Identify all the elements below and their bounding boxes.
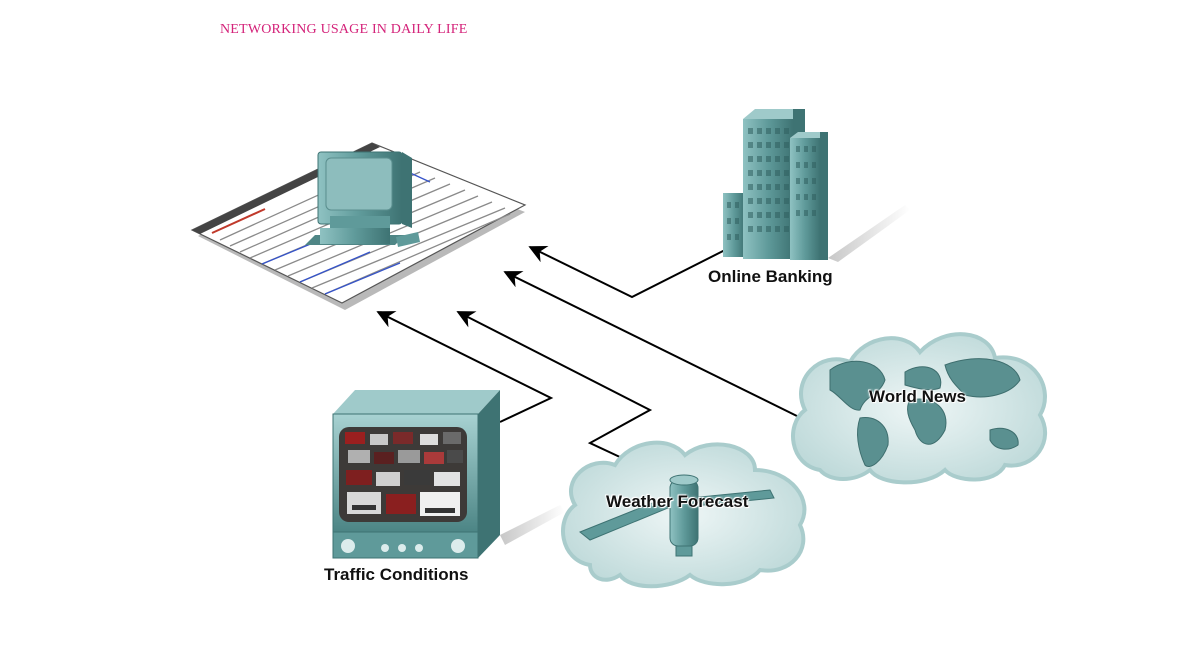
page-title: NETWORKING USAGE IN DAILY LIFE xyxy=(220,22,468,37)
television-monitor-icon xyxy=(332,390,565,559)
desktop-computer-icon xyxy=(305,151,420,247)
traffic-image xyxy=(345,432,463,516)
world-map-cloud-icon xyxy=(791,332,1047,485)
link-traffic xyxy=(376,311,554,423)
link-weather xyxy=(456,311,653,459)
satellite-cloud-icon xyxy=(561,440,807,589)
label-weather-forecast: Weather Forecast xyxy=(606,492,749,511)
link-world-news xyxy=(503,271,806,421)
network-links xyxy=(376,246,806,459)
label-online-banking: Online Banking xyxy=(708,267,833,286)
office-building-icon xyxy=(723,109,910,262)
link-banking xyxy=(528,246,726,299)
label-world-news: World News xyxy=(869,387,966,406)
label-traffic-conditions: Traffic Conditions xyxy=(324,565,469,584)
